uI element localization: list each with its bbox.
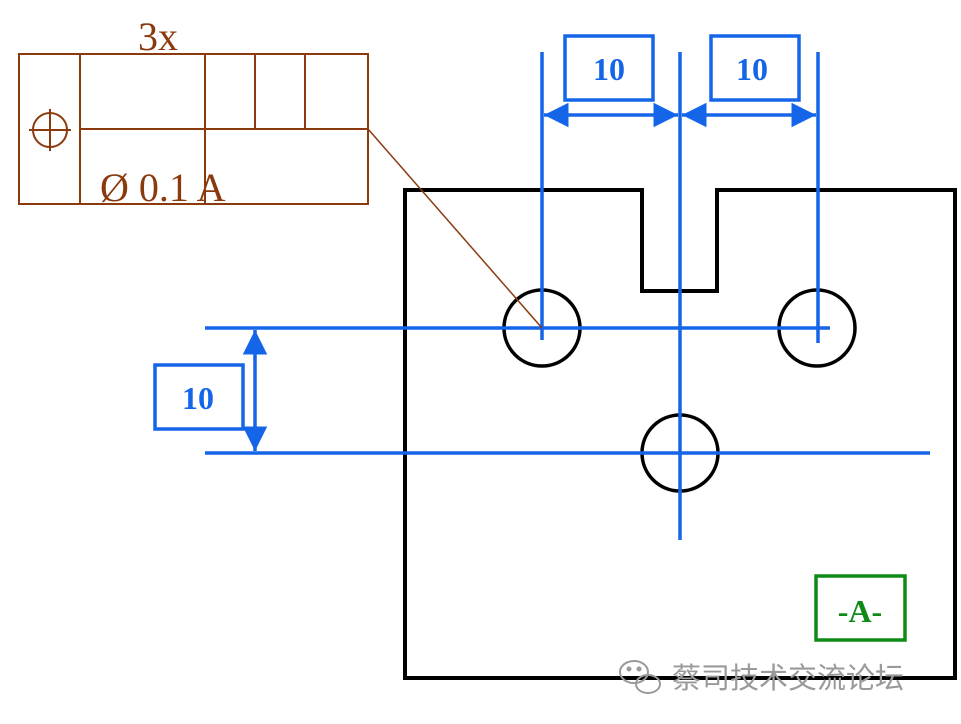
part-outline <box>403 188 957 680</box>
dim-text-right: 10 <box>736 51 768 87</box>
fcf-count-label: 3x <box>138 14 178 59</box>
dim-box-left <box>563 34 655 102</box>
position-icon <box>29 109 71 151</box>
wechat-icon <box>619 660 661 694</box>
dim-box-vertical <box>153 363 245 431</box>
dim-text-left: 10 <box>593 51 625 87</box>
dim-box-right <box>709 34 801 102</box>
leader-line <box>367 128 543 329</box>
dim-text-vertical: 10 <box>182 380 214 416</box>
datum-box <box>814 574 907 642</box>
fcf-tolerance-text: Ø 0.1 A <box>100 165 226 210</box>
dimension-lines <box>205 52 930 540</box>
watermark-text: 蔡司技术交流论坛 <box>672 661 904 695</box>
datum-label: -A- <box>838 593 882 629</box>
